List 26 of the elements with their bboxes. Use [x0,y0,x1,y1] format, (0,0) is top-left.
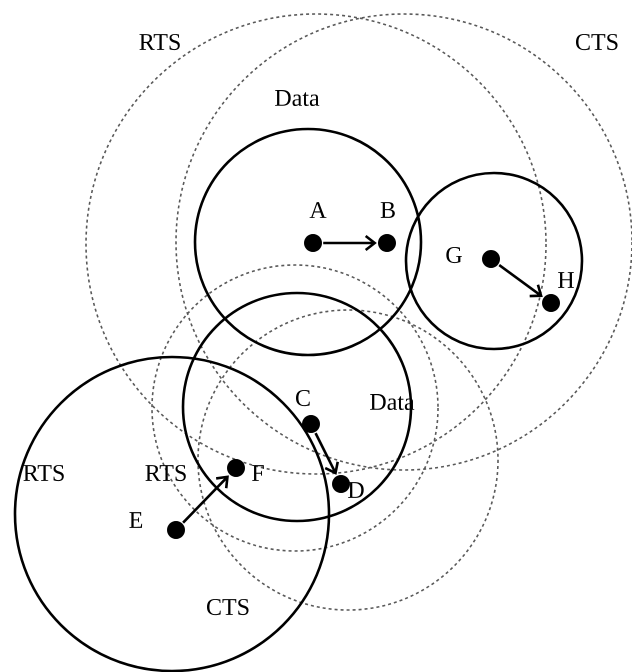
node-dot [304,234,322,252]
node-label: B [380,202,395,218]
node-label: A [310,202,326,218]
node-label: C [296,390,310,406]
node-dot [332,475,350,493]
node-label: D [348,482,364,498]
node-dot [167,521,185,539]
node-dot [378,234,396,252]
range-label: RTS [145,464,186,482]
range-label: CTS [576,34,618,50]
node-dot [482,250,500,268]
range-label: CTS [206,598,249,616]
arrow [182,475,229,524]
node-dot [302,415,320,433]
range-label: Data [275,90,320,106]
node-label: E [129,512,142,528]
node-dot [227,459,245,477]
node-label: G [446,246,462,264]
arrow [314,432,339,475]
node-dot [542,294,560,312]
range-label: RTS [23,464,64,482]
arrow [498,264,543,298]
arrow [323,234,377,252]
node-label: H [558,272,574,288]
node-label: F [252,465,264,481]
range-label: RTS [139,34,180,50]
